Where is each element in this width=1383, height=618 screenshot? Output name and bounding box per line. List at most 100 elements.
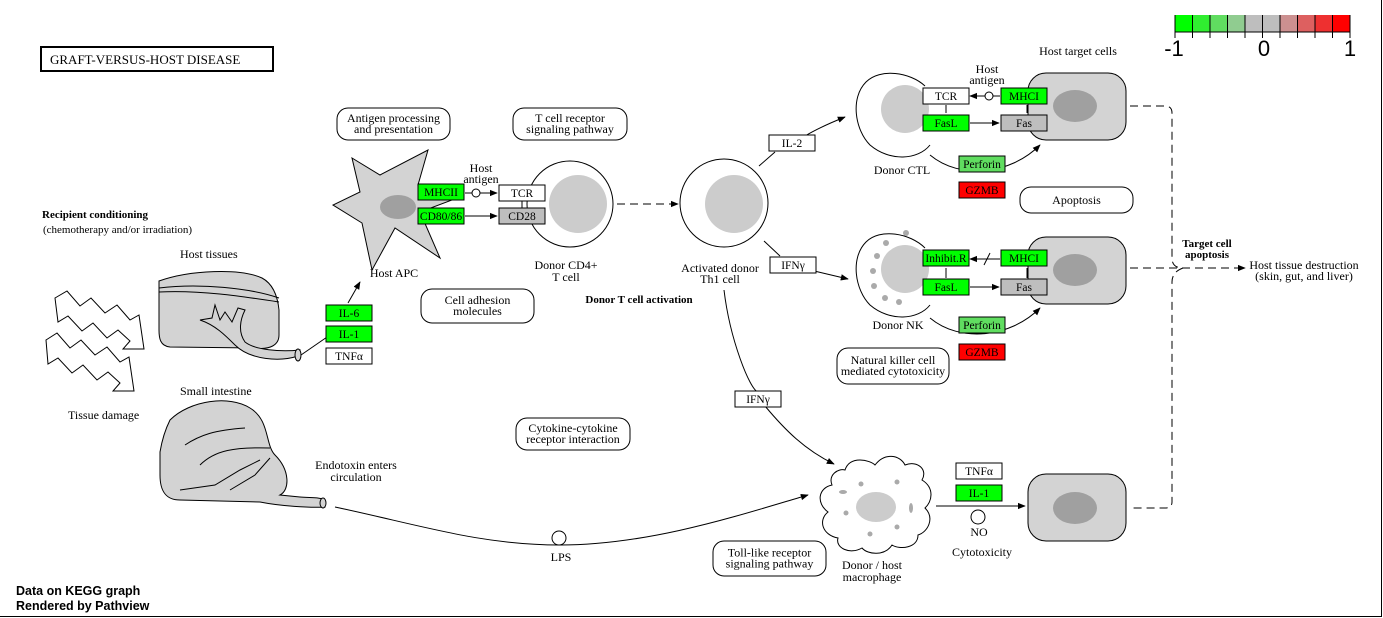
gene-label: GZMB	[965, 185, 999, 197]
activated-th1-nucleus	[705, 175, 763, 233]
gene-box-il2[interactable]: IL-2	[768, 134, 816, 152]
donor-ctl-nucleus	[881, 85, 929, 133]
ctl-host-antigen-label-1: Host	[976, 62, 999, 76]
gene-label: MHCI	[1009, 253, 1039, 265]
gene-label: TCR	[511, 188, 534, 200]
legend-max-label: 1	[1344, 36, 1356, 61]
legend-swatch	[1175, 15, 1193, 32]
gene-box-gzmb-nk[interactable]: GZMB	[958, 343, 1006, 361]
gene-box-perforin-nk[interactable]: Perforin	[958, 316, 1006, 334]
legend-swatch	[1280, 15, 1298, 32]
footer-line-2: Rendered by Pathview	[16, 599, 150, 613]
legend-swatch	[1262, 15, 1280, 32]
activated-th1-label-1: Activated donor	[681, 261, 759, 275]
pathway-label: mediated cytotoxicity	[841, 364, 945, 378]
macrophage-label-2: macrophage	[843, 570, 902, 584]
gene-label: Inhibit.R	[925, 253, 967, 265]
gene-box-mhcii[interactable]: MHCII	[417, 183, 465, 201]
gene-box-cd8086[interactable]: CD80/86	[417, 207, 465, 225]
no-node[interactable]	[970, 509, 986, 525]
gene-label: MHCII	[424, 187, 458, 199]
gene-label: Fas	[1016, 282, 1033, 294]
host-apc-nucleus	[380, 195, 416, 219]
gene-box-mhci-nk[interactable]: MHCI	[1000, 249, 1048, 267]
title-box	[40, 46, 274, 72]
lps-arrow	[334, 493, 809, 546]
host-target-cells-label: Host target cells	[1039, 44, 1117, 58]
gene-box-tcr-ctl[interactable]: TCR	[922, 87, 970, 105]
gene-box-ifng-nk[interactable]: IFNγ	[769, 256, 817, 274]
gene-box-ifng-mac[interactable]: IFNγ	[734, 390, 782, 408]
pathway-label: Toll-like receptor	[728, 546, 811, 560]
legend-swatch	[1192, 15, 1210, 32]
gene-label: CD80/86	[420, 211, 462, 223]
host-destruction-label-1: Host tissue destruction	[1249, 258, 1358, 272]
il2-to-ctl-arrow	[804, 116, 846, 137]
gene-box-fasl-ctl[interactable]: FasL	[922, 114, 970, 132]
legend-swatch	[1245, 15, 1263, 32]
apc-host-antigen-label-2: antigen	[463, 172, 498, 186]
small-intestine-icon	[159, 400, 327, 509]
pathway-label: receptor interaction	[526, 432, 620, 446]
target-apoptosis-bracket	[1130, 105, 1246, 509]
donor-t-activation-label: Donor T cell activation	[585, 294, 692, 306]
gene-label: TCR	[935, 91, 958, 103]
donor-cd4-nucleus	[549, 175, 607, 233]
recipient-conditioning-label: Recipient conditioning	[42, 209, 149, 221]
macrophage-granules	[839, 479, 913, 537]
gene-label: IL-1	[969, 488, 990, 500]
gene-box-fas-nk[interactable]: Fas	[1000, 278, 1048, 296]
gene-box-inhibitr[interactable]: Inhibit.R	[922, 249, 970, 267]
gene-box-gzmb-ctl[interactable]: GZMB	[958, 181, 1006, 199]
donor-nk-nucleus	[881, 245, 929, 293]
target-apoptosis-label-1: Target cell	[1182, 238, 1231, 250]
lps-node[interactable]	[551, 530, 567, 546]
gene-box-tnfa-mac[interactable]: TNFα	[955, 462, 1003, 480]
legend-min-label: -1	[1164, 36, 1184, 61]
page-title: GRAFT-VERSUS-HOST DISEASE	[50, 52, 240, 67]
gene-box-fasl-nk[interactable]: FasL	[922, 278, 970, 296]
legend-swatch	[1315, 15, 1333, 32]
ctl-host-antigen-label-2: antigen	[969, 73, 1004, 87]
gene-label: IFNγ	[781, 260, 805, 272]
gene-box-tcr-cd4[interactable]: TCR	[498, 184, 546, 202]
small-intestine-label: Small intestine	[180, 384, 252, 398]
gene-label: TNFα	[965, 466, 993, 478]
color-legend: -1 0 1	[1164, 15, 1356, 61]
gene-box-il6[interactable]: IL-6	[325, 304, 373, 322]
pathway-label: Antigen processing	[347, 111, 440, 125]
macrophage-nucleus	[856, 492, 896, 522]
chemo-label: (chemotherapy and/or irradiation)	[43, 224, 192, 236]
pathway-label: T cell receptor	[535, 111, 605, 125]
legend-swatch	[1210, 15, 1228, 32]
gene-label: IFNγ	[746, 394, 770, 406]
ifng-to-macrophage-arrow	[764, 405, 835, 465]
target-apoptosis-label-2: apoptosis	[1185, 249, 1230, 261]
donor-cd4-label-1: Donor CD4+	[534, 258, 597, 272]
pathway-link-apoptosis[interactable]: Apoptosis	[1019, 186, 1134, 214]
gene-label: MHCI	[1009, 91, 1039, 103]
legend-swatch	[1297, 15, 1315, 32]
gene-label: FasL	[935, 118, 958, 130]
gene-box-il1-mac[interactable]: IL-1	[955, 484, 1003, 502]
gene-box-cd28[interactable]: CD28	[498, 207, 546, 225]
gene-label: Perforin	[963, 320, 1001, 332]
gene-box-tnfa-tissue[interactable]: TNFα	[325, 347, 373, 365]
gene-box-mhci-ctl[interactable]: MHCI	[1000, 87, 1048, 105]
legend-swatch	[1227, 15, 1245, 32]
gene-box-il1-tissue[interactable]: IL-1	[325, 325, 373, 343]
apc-host-antigen-label-1: Host	[470, 161, 493, 175]
gene-box-perforin-ctl[interactable]: Perforin	[958, 155, 1006, 173]
nk-granules	[870, 230, 909, 305]
gene-box-fas-ctl[interactable]: Fas	[1000, 114, 1048, 132]
activated-th1-label-2: Th1 cell	[700, 272, 740, 286]
cytotoxicity-label: Cytotoxicity	[952, 545, 1012, 559]
